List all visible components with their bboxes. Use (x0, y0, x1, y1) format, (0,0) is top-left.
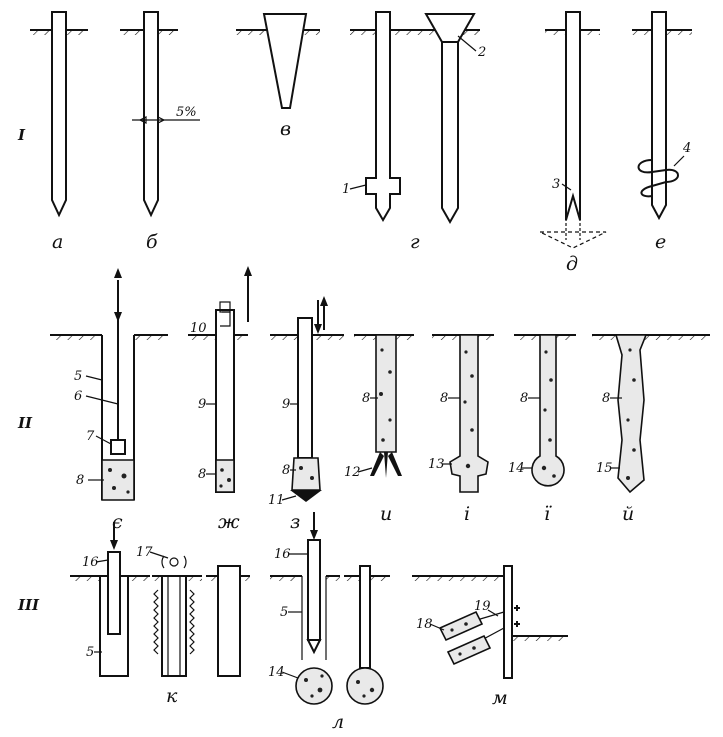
num-13: 13 (428, 457, 445, 472)
pile-g-2 (414, 13, 480, 225)
pile-y (592, 334, 710, 494)
label-b: б (146, 231, 158, 253)
slope-label: 5% (176, 105, 197, 120)
pile-a (30, 11, 88, 218)
num-16-1: 16 (82, 555, 99, 570)
label-y: й (622, 503, 634, 525)
label-d: д (566, 253, 578, 275)
pile-v (236, 13, 320, 109)
pile-k-vibro (152, 555, 202, 677)
num-8-i: 8 (362, 391, 370, 406)
num-11: 11 (268, 493, 285, 508)
num-8-i2: 8 (440, 391, 448, 406)
num-15: 15 (596, 461, 613, 476)
num-10: 10 (190, 321, 207, 336)
label-l: л (332, 711, 344, 733)
num-8-z: 8 (282, 463, 290, 478)
row-label-I: I (17, 126, 26, 144)
row-label-III: III (17, 596, 40, 614)
row-label-II: II (17, 414, 33, 432)
label-zh: ж (218, 511, 240, 533)
num-8-ye: 8 (76, 473, 84, 488)
num-6: 6 (74, 389, 82, 404)
label-i: и (380, 503, 392, 525)
num-5-l: 5 (280, 605, 288, 620)
pile-i (354, 334, 414, 478)
num-8-zh: 8 (198, 467, 206, 482)
pile-ye (50, 268, 168, 501)
num-17: 17 (136, 545, 153, 560)
pile-iii-1 (70, 522, 150, 677)
label-i2: і (464, 503, 470, 525)
label-v: в (280, 118, 291, 140)
pile-yi (514, 334, 576, 487)
num-12: 12 (344, 465, 361, 480)
pile-z (270, 296, 344, 502)
num-2: 2 (477, 45, 486, 60)
num-7: 7 (86, 429, 95, 444)
pile-i2 (432, 334, 494, 493)
num-1: 1 (342, 182, 350, 197)
label-k: к (166, 685, 178, 707)
pile-k-plain (206, 565, 250, 677)
retaining-wall-m (412, 565, 568, 679)
num-3: 3 (552, 177, 560, 192)
num-18: 18 (416, 617, 433, 632)
label-e: е (655, 231, 666, 253)
label-a: а (52, 231, 63, 253)
num-14-l: 14 (268, 665, 285, 680)
pile-l-1 (270, 512, 340, 705)
label-yi: ї (544, 503, 552, 525)
num-5-ye: 5 (74, 369, 82, 384)
num-16-l: 16 (274, 547, 291, 562)
num-9-z: 9 (282, 397, 290, 412)
label-m: м (492, 687, 508, 709)
num-4: 4 (682, 141, 691, 156)
num-8-y: 8 (602, 391, 610, 406)
num-9-zh: 9 (198, 397, 206, 412)
label-z: з (290, 511, 300, 533)
num-14-yi: 14 (508, 461, 525, 476)
pile-l-2 (344, 565, 390, 705)
pile-b (120, 11, 200, 218)
pile-zh (188, 266, 252, 493)
num-5-iii: 5 (86, 645, 94, 660)
pile-g-1 (350, 11, 414, 222)
pile-e (632, 11, 692, 221)
pile-d (539, 11, 607, 249)
label-g: г (410, 231, 420, 253)
label-ye: є (112, 511, 123, 533)
num-19: 19 (474, 599, 491, 614)
num-8-yi: 8 (520, 391, 528, 406)
